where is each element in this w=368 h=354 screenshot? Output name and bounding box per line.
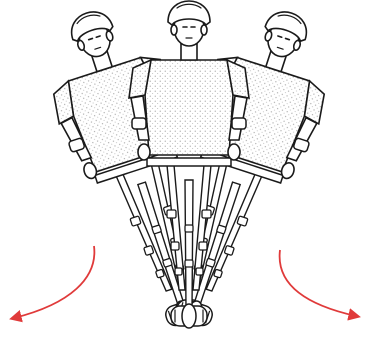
rider-upright <box>129 1 249 328</box>
curved-arrow-left-icon <box>14 246 94 318</box>
curved-arrow-right-icon <box>280 250 356 316</box>
